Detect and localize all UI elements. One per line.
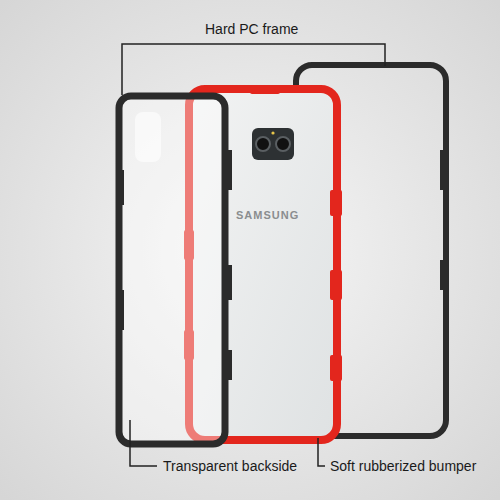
pc-frame-clip (222, 150, 232, 380)
camera-lens (276, 137, 290, 151)
bumper-tab (330, 355, 342, 381)
camera-flash (271, 131, 274, 134)
bumper-tab (330, 190, 342, 216)
part-label: Soft rubberized bumper (330, 457, 476, 475)
glass-reflection (135, 112, 161, 162)
leader-line (130, 420, 157, 466)
leader-line (318, 438, 325, 466)
bumper-tab (250, 86, 280, 94)
bumper-tab (250, 436, 280, 444)
pc-frame-notch (440, 150, 448, 190)
leader-line (122, 44, 385, 95)
bumper-tab (330, 270, 342, 300)
part-label: Hard PC frame (205, 20, 298, 38)
camera-module (252, 128, 294, 160)
pc-frame-clip (116, 170, 124, 330)
brand-mark: SAMSUNG (236, 208, 299, 222)
pc-frame-notch (440, 260, 448, 290)
transparent-backside (119, 96, 225, 444)
part-label: Transparent backside (163, 457, 297, 475)
camera-lens (256, 137, 270, 151)
